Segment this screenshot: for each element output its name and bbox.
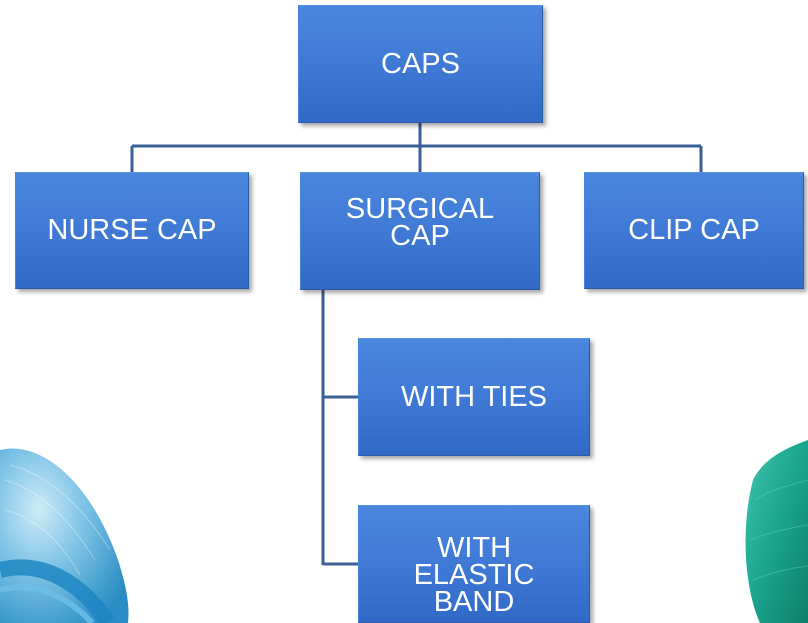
with-ties-node: WITH TIES <box>358 338 590 456</box>
clip-cap-green-image <box>745 440 808 623</box>
with-elastic-band-node: WITH ELASTIC BAND <box>358 505 590 623</box>
nurse-cap-node: NURSE CAP <box>15 172 249 289</box>
surgical-cap-node: SURGICAL CAP <box>300 172 540 290</box>
clip-cap-label: CLIP CAP <box>628 214 760 246</box>
caps-node: CAPS <box>298 5 543 123</box>
with-elastic-band-label: WITH ELASTIC BAND <box>413 532 535 618</box>
caps-label: CAPS <box>381 47 460 80</box>
clip-cap-node: CLIP CAP <box>584 172 804 289</box>
surgical-cap-label: SURGICAL CAP <box>345 193 495 252</box>
with-ties-label: WITH TIES <box>400 380 548 413</box>
bouffant-cap-blue-image <box>0 448 129 623</box>
nurse-cap-label: NURSE CAP <box>47 214 217 246</box>
